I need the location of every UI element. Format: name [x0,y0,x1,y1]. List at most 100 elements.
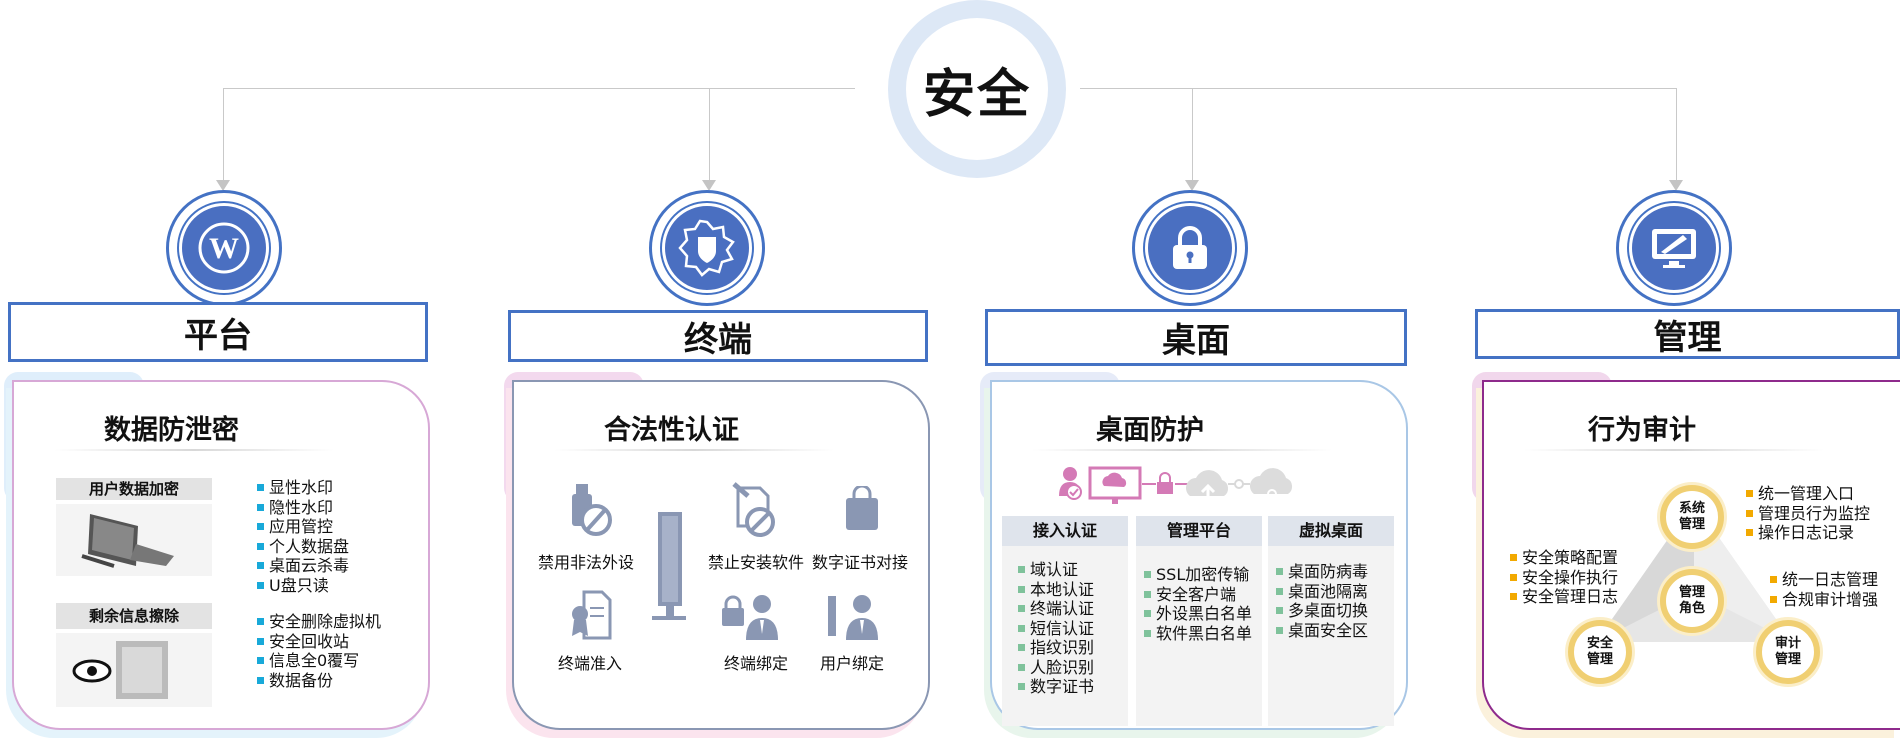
list-item: 数据备份 [257,671,381,691]
cyan-bullet-icon [257,562,264,569]
column-header-access-auth: 接入认证 [1002,516,1128,546]
bullet-list: 统一管理入口 管理员行为监控 操作日志记录 [1746,484,1870,543]
bullet-list: 域认证 本地认证 终端认证 短信认证 指纹识别 人脸识别 数字证书 [1018,560,1094,697]
software-block-icon [728,482,778,542]
header-management: 管理 [1475,309,1900,359]
card-desktop-protection: 桌面防护 接入认证 管理平台 虚拟桌面 域认证 本地认证 终端认证 短信认证 指… [990,380,1408,730]
column-bg [1136,530,1262,726]
icon-circle-management [1616,190,1732,306]
column-bg [1268,530,1394,726]
green-bullet-icon [1018,644,1025,651]
header-management-label: 管理 [1653,317,1722,358]
bullet-list: 显性水印 隐性水印 应用管控 个人数据盘 桌面云杀毒 U盘只读 [257,478,349,595]
green-bullet-icon [1276,607,1283,614]
usb-block-icon [568,482,614,542]
arrow-3 [1185,180,1199,191]
green-bullet-icon [1144,571,1151,578]
wordpress-icon: W [179,203,269,293]
certificate-bag-icon [842,484,882,538]
cyan-bullet-icon [257,618,264,625]
connector-right [1080,88,1676,89]
list-item: 桌面池隔离 [1276,582,1368,602]
card-title: 合法性认证 [604,415,739,446]
list-item: 安全策略配置 [1510,548,1618,568]
user-bind-icon [826,592,884,646]
card-title: 桌面防护 [1096,415,1204,446]
list-item: 人脸识别 [1018,658,1094,678]
gold-bullet-icon [1770,576,1777,583]
connector-drop-4 [1676,88,1677,183]
bullet-list: 桌面防病毒 桌面池隔离 多桌面切换 桌面安全区 [1276,562,1368,640]
lock-icon [1145,203,1235,293]
icon-circle-platform: W [166,190,282,306]
list-item: 合规审计增强 [1770,590,1878,610]
header-terminal-label: 终端 [684,319,752,360]
column-header-virtual-desktop: 虚拟桌面 [1268,516,1394,546]
monitor-edit-icon [1629,203,1719,293]
gold-bullet-icon [1746,509,1753,517]
cyan-bullet-icon [257,581,264,589]
gold-bullet-icon [1510,554,1517,561]
node-security-management: 安全 管理 [1568,620,1632,684]
list-item: 应用管控 [257,517,349,537]
green-bullet-icon [1276,587,1283,595]
green-bullet-icon [1276,626,1283,634]
cyan-bullet-icon [257,523,264,530]
label-forbid-install: 禁止安装软件 [708,553,805,572]
card-title: 行为审计 [1588,415,1696,446]
icon-circle-desktop [1132,190,1248,306]
list-item: 隐性水印 [257,498,349,518]
erase-image [56,633,212,707]
list-item: 多桌面切换 [1276,601,1368,621]
header-platform-label: 平台 [184,315,252,356]
cyan-bullet-icon [257,484,264,491]
header-terminal: 终端 [508,310,928,362]
green-bullet-icon [1018,683,1025,690]
green-bullet-icon [1144,610,1151,617]
card-data-leak-prevention: 数据防泄密 用户数据加密 显性水印 隐性水印 应用管控 个人数据盘 桌面云杀毒 … [12,380,430,730]
node-system-management: 系统 管理 [1660,485,1724,549]
label-disable-peripherals: 禁用非法外设 [538,553,635,572]
card-legitimacy-auth: 合法性认证 禁用非法外设 禁止安装软件 数字证书对接 终端准入 终端绑定 用户绑… [512,380,930,730]
arrow-2 [702,180,716,191]
svg-text:W: W [209,232,239,265]
title-divider [554,449,834,451]
cyan-bullet-icon [257,503,264,511]
gold-bullet-icon [1510,593,1517,600]
column-header-mgmt-platform: 管理平台 [1136,516,1262,546]
title-divider [1524,449,1824,451]
list-item: U盘只读 [257,576,349,596]
label-terminal-access: 终端准入 [558,654,623,673]
encryption-image [56,504,212,576]
green-bullet-icon [1144,629,1151,637]
card-title: 数据防泄密 [104,415,239,446]
node-management-role: 管理 角色 [1660,569,1724,633]
green-bullet-icon [1018,585,1025,593]
card-behavior-audit: 行为审计 系统 管理 管理 角色 安全 管理 审计 管理 统一管理入口 管理员行… [1482,380,1900,730]
label-user-binding: 用户绑定 [820,654,885,673]
list-item: 安全回收站 [257,632,381,652]
list-item: 指纹识别 [1018,638,1094,658]
title-divider [54,449,334,451]
list-item: SSL加密传输 [1144,565,1252,585]
section-tag: 剩余信息擦除 [56,603,212,629]
green-bullet-icon [1018,624,1025,632]
gold-bullet-icon [1746,490,1753,497]
list-item: 信息全0覆写 [257,651,381,671]
green-bullet-icon [1276,568,1283,575]
cyan-bullet-icon [257,637,264,645]
list-item: 统一日志管理 [1770,570,1878,590]
arrow-1 [216,180,230,191]
list-item: 域认证 [1018,560,1094,580]
protection-icons-row [1058,464,1338,512]
arrow-4 [1669,180,1683,191]
terminal-tower-icon [652,512,686,626]
root-node: 安全 [906,18,1048,160]
label-cert-docking: 数字证书对接 [812,553,909,572]
list-item: 统一管理入口 [1746,484,1870,504]
header-desktop: 桌面 [985,309,1407,366]
header-platform: 平台 [8,302,428,362]
cyan-bullet-icon [257,676,264,684]
list-item: 外设黑白名单 [1144,604,1252,624]
connector-drop-1 [223,88,224,183]
